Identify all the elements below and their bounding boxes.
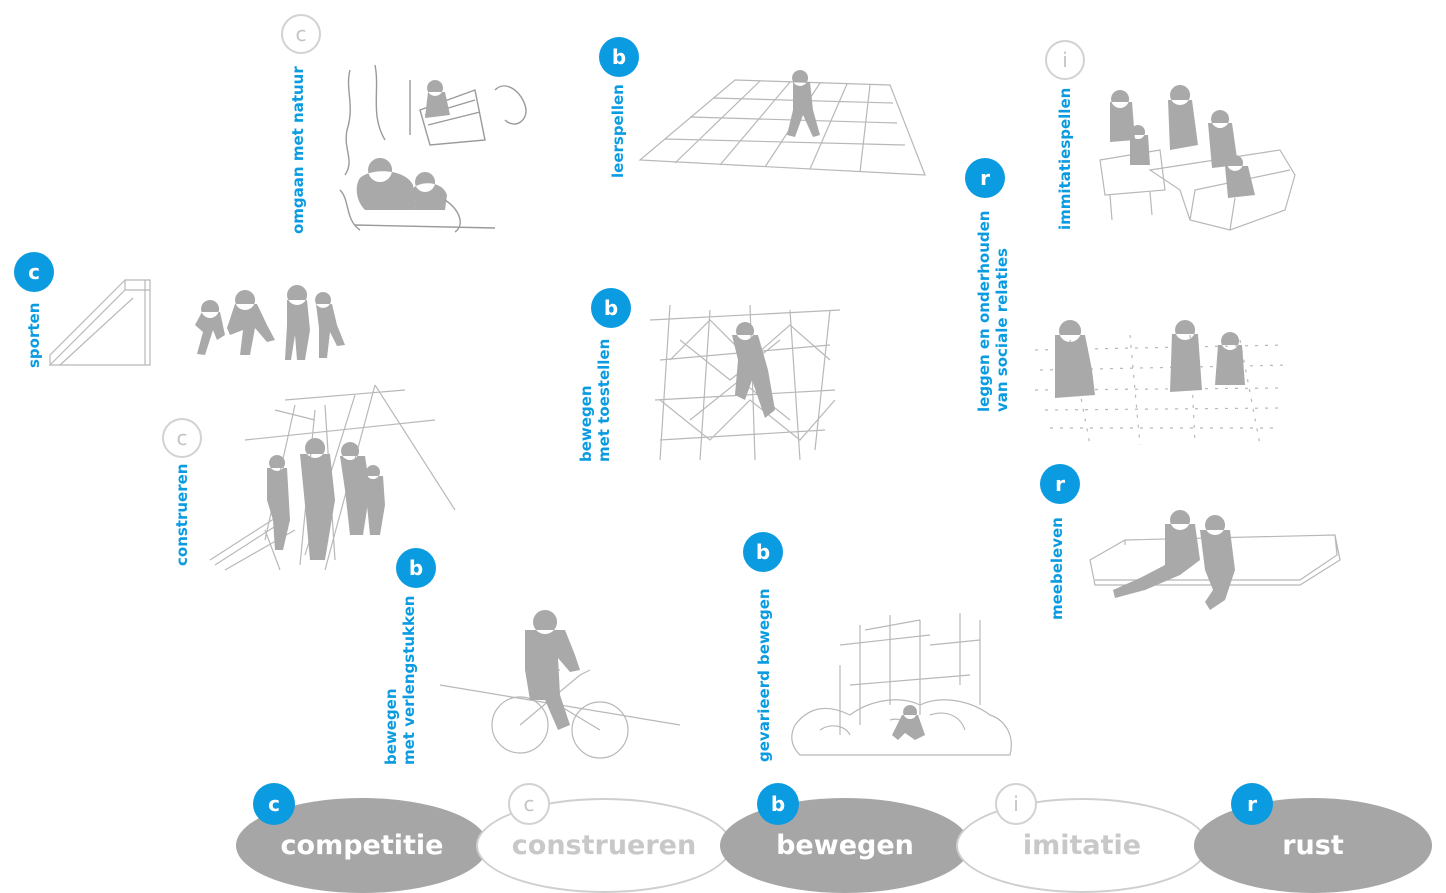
label-bewegen-met-verlengstukken-2: met verlengstukken: [400, 595, 418, 765]
label-bewegen-met-toestellen-1: bewegen: [577, 385, 595, 462]
category-imitatie: imitatie: [956, 798, 1208, 893]
badge-sporten: c: [14, 252, 54, 292]
badge-leerspellen: b: [599, 37, 639, 77]
label-gevarieerd-bewegen: gevarieerd bewegen: [755, 588, 773, 762]
badge-omgaan-met-natuur: c: [281, 14, 321, 54]
label-sociale-relaties-2: van sociale relaties: [993, 248, 1011, 412]
category-competitie-badge: c: [253, 783, 295, 825]
category-bewegen-badge: b: [757, 783, 799, 825]
gevarieerd-bewegen-sketch: [791, 613, 1012, 756]
bewegen-met-verlengstukken-sketch: [439, 610, 681, 759]
category-construeren-label: construeren: [511, 830, 697, 861]
badge-sociale-relaties: r: [965, 158, 1005, 198]
category-competitie-label: competitie: [280, 830, 444, 861]
label-immitatiespellen: immitatiespellen: [1056, 87, 1074, 230]
label-sporten: sporten: [25, 302, 43, 368]
meebeleven-sketch: [1089, 510, 1341, 610]
badge-immitatiespellen: i: [1045, 40, 1085, 80]
badge-bewegen-met-toestellen: b: [591, 288, 631, 328]
category-construeren-badge: c: [508, 783, 550, 825]
badge-meebeleven: r: [1040, 464, 1080, 504]
badge-bewegen-met-verlengstukken: b: [396, 548, 436, 588]
label-meebeleven: meebeleven: [1048, 517, 1066, 620]
label-bewegen-met-toestellen-2: met toestellen: [595, 338, 613, 462]
construeren-sketch: [209, 384, 456, 571]
category-bewegen: bewegen: [720, 798, 970, 893]
immitatiespellen-sketch: [1099, 85, 1296, 231]
omgaan-met-natuur-sketch: [339, 64, 527, 233]
category-imitatie-badge: i: [995, 783, 1037, 825]
label-construeren: construeren: [173, 463, 191, 566]
category-rust-badge: r: [1231, 783, 1273, 825]
label-leerspellen: leerspellen: [609, 84, 627, 178]
category-rust-label: rust: [1282, 830, 1344, 861]
bewegen-met-toestellen-sketch: [649, 304, 841, 461]
label-sociale-relaties-1: leggen en onderhouden: [975, 210, 993, 412]
leerspellen-sketch: [638, 70, 926, 176]
category-bewegen-label: bewegen: [776, 830, 914, 861]
sporten-sketch: [48, 279, 345, 366]
badge-construeren: c: [162, 418, 202, 458]
sociale-relaties-sketch: [1034, 320, 1291, 446]
category-rust: rust: [1194, 798, 1432, 893]
label-omgaan-met-natuur: omgaan met natuur: [289, 66, 307, 234]
category-imitatie-label: imitatie: [1022, 830, 1142, 861]
badge-gevarieerd-bewegen: b: [743, 532, 783, 572]
label-bewegen-met-verlengstukken-1: bewegen: [382, 688, 400, 765]
